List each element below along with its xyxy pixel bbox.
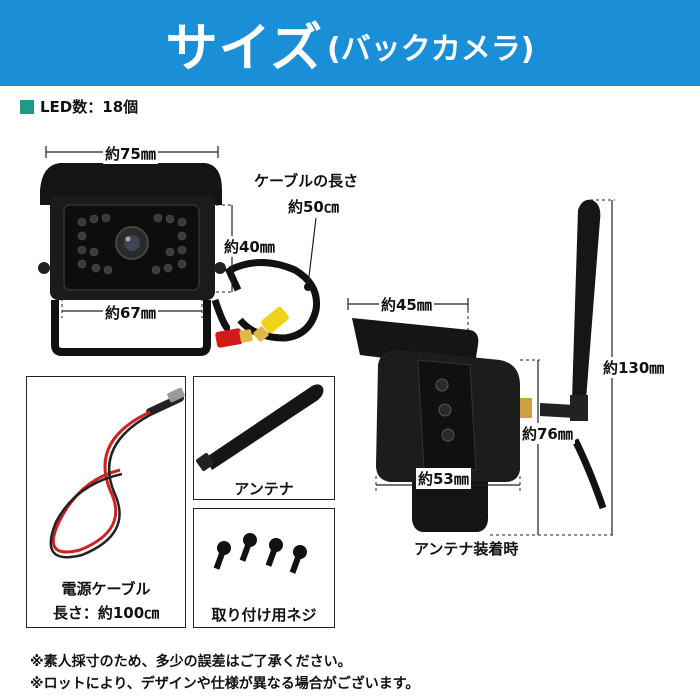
page-title: サイズ bbox=[165, 18, 324, 79]
cable-length-title: ケーブルの長さ bbox=[254, 172, 359, 190]
screws-illustration bbox=[213, 533, 307, 574]
antenna-label: アンテナ bbox=[234, 480, 294, 498]
camera-width-bottom-label: 約67㎜ bbox=[103, 302, 158, 323]
header-banner bbox=[0, 0, 700, 86]
antenna-box bbox=[193, 376, 335, 500]
cable-length-value: 約50㎝ bbox=[288, 198, 339, 216]
note-line: ※ロットにより、デザインや仕様が異なる場合がございます。 bbox=[30, 676, 420, 692]
power-cable-length: 長さ：約100㎝ bbox=[52, 604, 160, 622]
screws-label: 取り付け用ネジ bbox=[211, 606, 317, 624]
wireless-width-body-label: 約53㎜ bbox=[416, 468, 471, 489]
notes: ※素人採寸のため、多少の誤差はご了承ください。 ※ロットにより、デザインや仕様が… bbox=[30, 651, 419, 695]
camera-illustration bbox=[38, 163, 226, 356]
title-wrap: サイズ (バックカメラ) bbox=[0, 0, 700, 86]
wireless-camera-illustration bbox=[352, 199, 607, 532]
wireless-height-body-label: 約76㎜ bbox=[520, 423, 575, 444]
note-line: ※素人採寸のため、多少の誤差はご了承ください。 bbox=[30, 654, 352, 670]
antenna-illustration bbox=[196, 384, 324, 471]
screws-box bbox=[193, 508, 335, 628]
power-cable-box bbox=[26, 376, 186, 628]
wireless-height-total-label: 約130㎜ bbox=[601, 357, 667, 378]
power-cable-label: 電源ケーブル bbox=[61, 580, 151, 598]
camera-cable bbox=[211, 259, 321, 348]
led-marker bbox=[20, 100, 34, 114]
camera-width-top-label: 約75㎜ bbox=[103, 143, 158, 164]
page-subtitle: (バックカメラ) bbox=[327, 32, 535, 67]
wireless-width-top-label: 約45㎜ bbox=[379, 294, 434, 315]
led-count-label: LED数：18個 bbox=[40, 98, 139, 116]
wireless-caption: アンテナ装着時 bbox=[414, 540, 519, 558]
camera-height-label: 約40㎜ bbox=[222, 236, 277, 257]
power-cable-illustration bbox=[49, 387, 185, 559]
